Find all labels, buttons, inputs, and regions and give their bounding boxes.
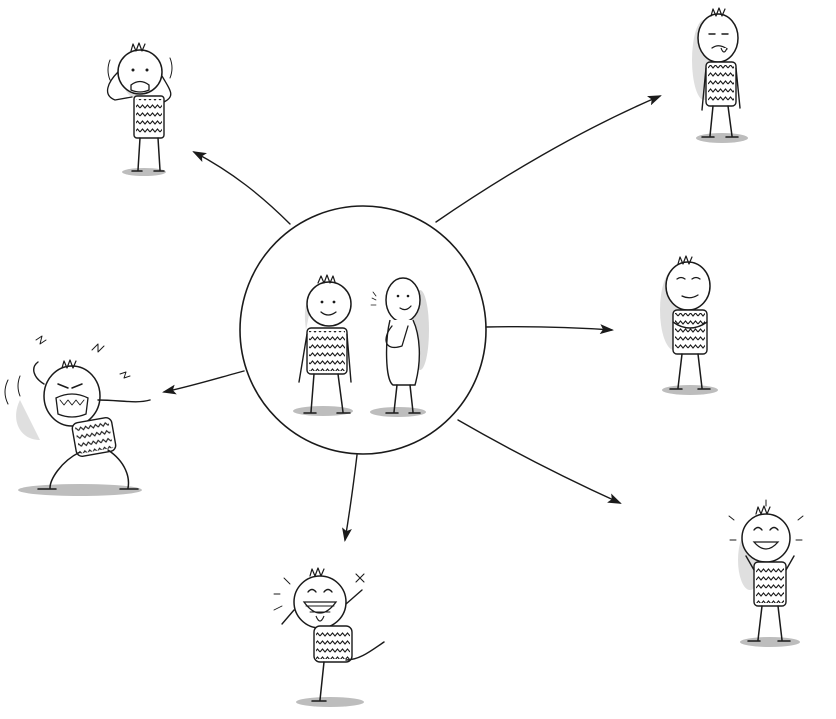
arrow-disgusted bbox=[435, 95, 662, 223]
arrow-worried bbox=[192, 151, 291, 225]
figure-worried bbox=[106, 42, 173, 176]
center-figure-a bbox=[293, 274, 353, 416]
figure-furious bbox=[4, 335, 151, 496]
arrow-happy bbox=[457, 419, 622, 504]
arrow-furious bbox=[162, 370, 245, 395]
center-figure-b bbox=[370, 277, 429, 417]
arrows bbox=[162, 95, 662, 542]
arrow-smug bbox=[485, 324, 614, 335]
figure-happy bbox=[728, 499, 804, 647]
arrow-ecstatic bbox=[342, 454, 358, 542]
figure-smug bbox=[660, 255, 718, 395]
center-circle bbox=[239, 205, 487, 455]
figure-ecstatic bbox=[273, 567, 385, 707]
figure-disgusted bbox=[692, 7, 748, 143]
